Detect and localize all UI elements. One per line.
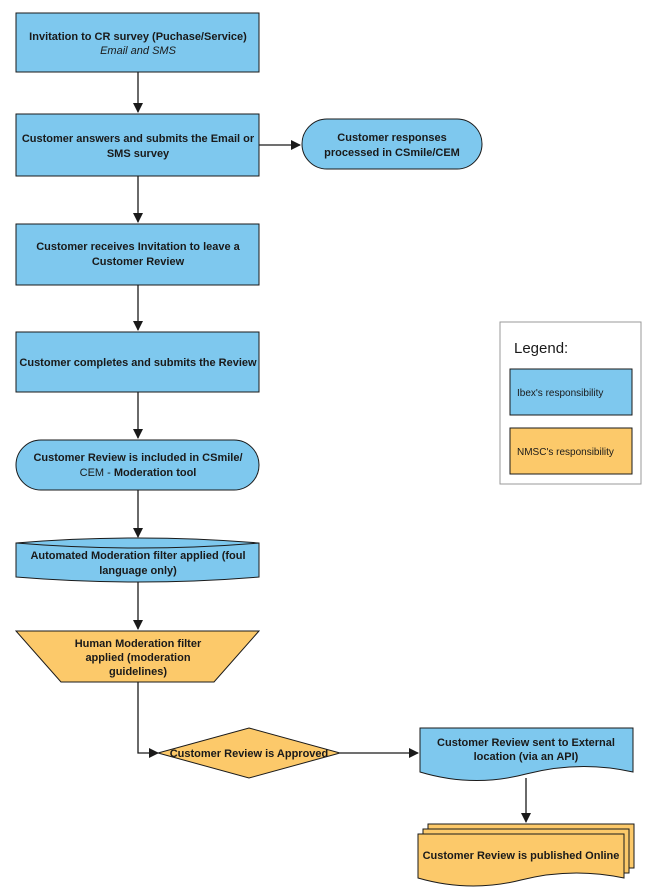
- legend-label-ibex: Ibex's responsibility: [517, 388, 603, 399]
- node-invitation: Invitation to CR survey (Puchase/Service…: [15, 12, 260, 73]
- svg-text:Customer Review is included in: Customer Review is included in CSmile/: [33, 452, 242, 464]
- legend-title: Legend:: [514, 340, 568, 357]
- svg-text:Customer completes and submits: Customer completes and submits the Revie…: [19, 357, 257, 369]
- edge-human-approved: [137, 682, 159, 758]
- svg-text:Customer Review is Approved: Customer Review is Approved: [170, 748, 329, 760]
- node-answers: Customer answers and submits the Email o…: [15, 113, 260, 177]
- node-published: Customer Review is published Online: [417, 823, 635, 887]
- svg-text:Customer receives Invitation t: Customer receives Invitation to leave a: [36, 241, 240, 253]
- node-human: Human Moderation filter applied (moderat…: [14, 630, 261, 683]
- legend-label-nmsc: NMSC's responsibility: [517, 447, 614, 458]
- svg-text:CEM - Moderation tool: CEM - Moderation tool: [80, 467, 197, 479]
- svg-text:SMS survey: SMS survey: [107, 148, 170, 160]
- svg-text:language only): language only): [99, 565, 177, 577]
- node-approved: Customer Review is Approved: [156, 727, 342, 779]
- svg-text:Customer Review sent to Extern: Customer Review sent to External: [437, 737, 615, 749]
- node-sent: Customer Review sent to External locatio…: [419, 727, 634, 782]
- svg-text:processed in CSmile/CEM: processed in CSmile/CEM: [324, 147, 460, 159]
- svg-text:Customer answers and submits t: Customer answers and submits the Email o…: [22, 133, 255, 145]
- svg-text:applied (moderation: applied (moderation: [85, 652, 190, 664]
- svg-text:Customer Review is published O: Customer Review is published Online: [423, 850, 620, 862]
- node-completes: Customer completes and submits the Revie…: [15, 331, 260, 393]
- connectors: [133, 72, 531, 823]
- svg-text:Email and SMS: Email and SMS: [100, 45, 176, 57]
- node-included: Customer Review is included in CSmile/ C…: [15, 439, 260, 491]
- legend-swatch-ibex: [509, 368, 633, 416]
- svg-text:Customer Review: Customer Review: [92, 256, 185, 268]
- svg-text:Invitation to CR survey (Pucha: Invitation to CR survey (Puchase/Service…: [29, 31, 247, 43]
- svg-text:Customer responses: Customer responses: [337, 132, 446, 144]
- node-responses: Customer responses processed in CSmile/C…: [301, 118, 483, 170]
- svg-text:location (via an API): location (via an API): [474, 751, 579, 763]
- node-automated: Automated Moderation filter applied (fou…: [15, 537, 260, 583]
- legend-swatch-nmsc: [509, 427, 633, 475]
- node-receives: Customer receives Invitation to leave a …: [15, 223, 260, 286]
- svg-text:guidelines): guidelines): [109, 666, 167, 678]
- svg-text:Human Moderation filter: Human Moderation filter: [75, 638, 202, 650]
- svg-text:Automated Moderation filter ap: Automated Moderation filter applied (fou…: [30, 550, 245, 562]
- legend: Legend: Ibex's responsibility NMSC's res…: [499, 321, 642, 485]
